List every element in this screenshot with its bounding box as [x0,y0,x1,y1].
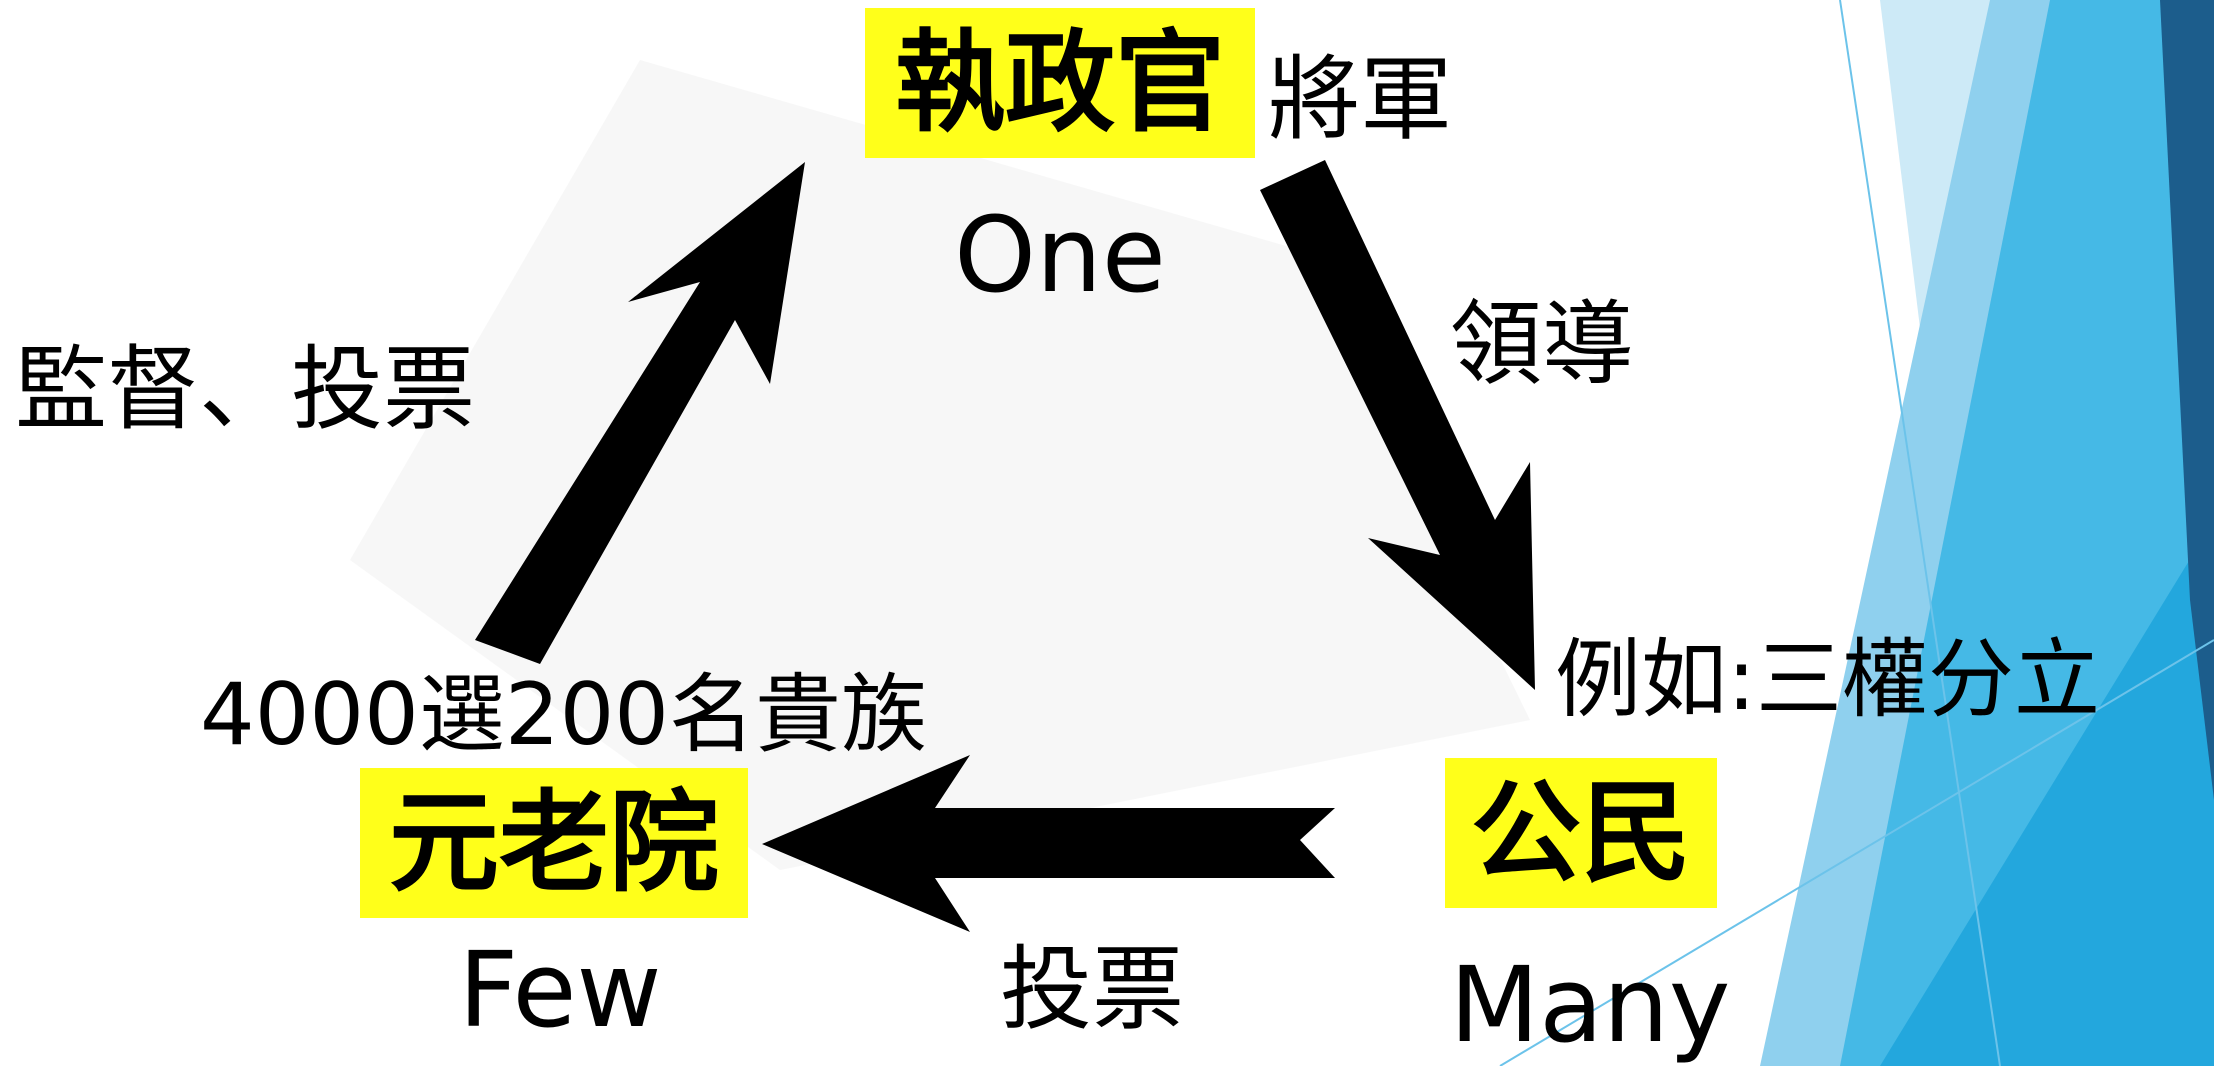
deco-line-2 [1499,639,2214,1066]
deco-line-1 [1839,0,2001,1066]
node-citizens-note: 例如:三權分立 [1555,630,2100,730]
background-triangle [350,60,1530,870]
edge-label-consul-to-citizens: 領導 [1450,291,1635,398]
node-consul-extra: 將軍 [1268,46,1453,153]
deco-facet-deep [1880,520,2214,1066]
edge-label-citizens-to-senate: 投票 [1000,936,1185,1043]
deco-facet-dark [2160,0,2214,800]
edge-label-senate-to-consul: 監督、投票 [15,336,476,443]
node-senate-label: 元老院 [360,768,748,918]
arrow-senate-to-consul [475,162,805,664]
node-senate-note: 4000選200名貴族 [200,665,928,765]
node-senate-english: Few [458,929,662,1051]
node-consul-english: One [954,194,1166,316]
arrow-consul-to-citizens [1260,160,1535,690]
node-citizens-english: Many [1449,944,1731,1066]
arrow-citizens-to-senate [762,755,1335,932]
node-consul-label: 執政官 [865,8,1255,158]
node-citizens-label: 公民 [1445,758,1717,908]
